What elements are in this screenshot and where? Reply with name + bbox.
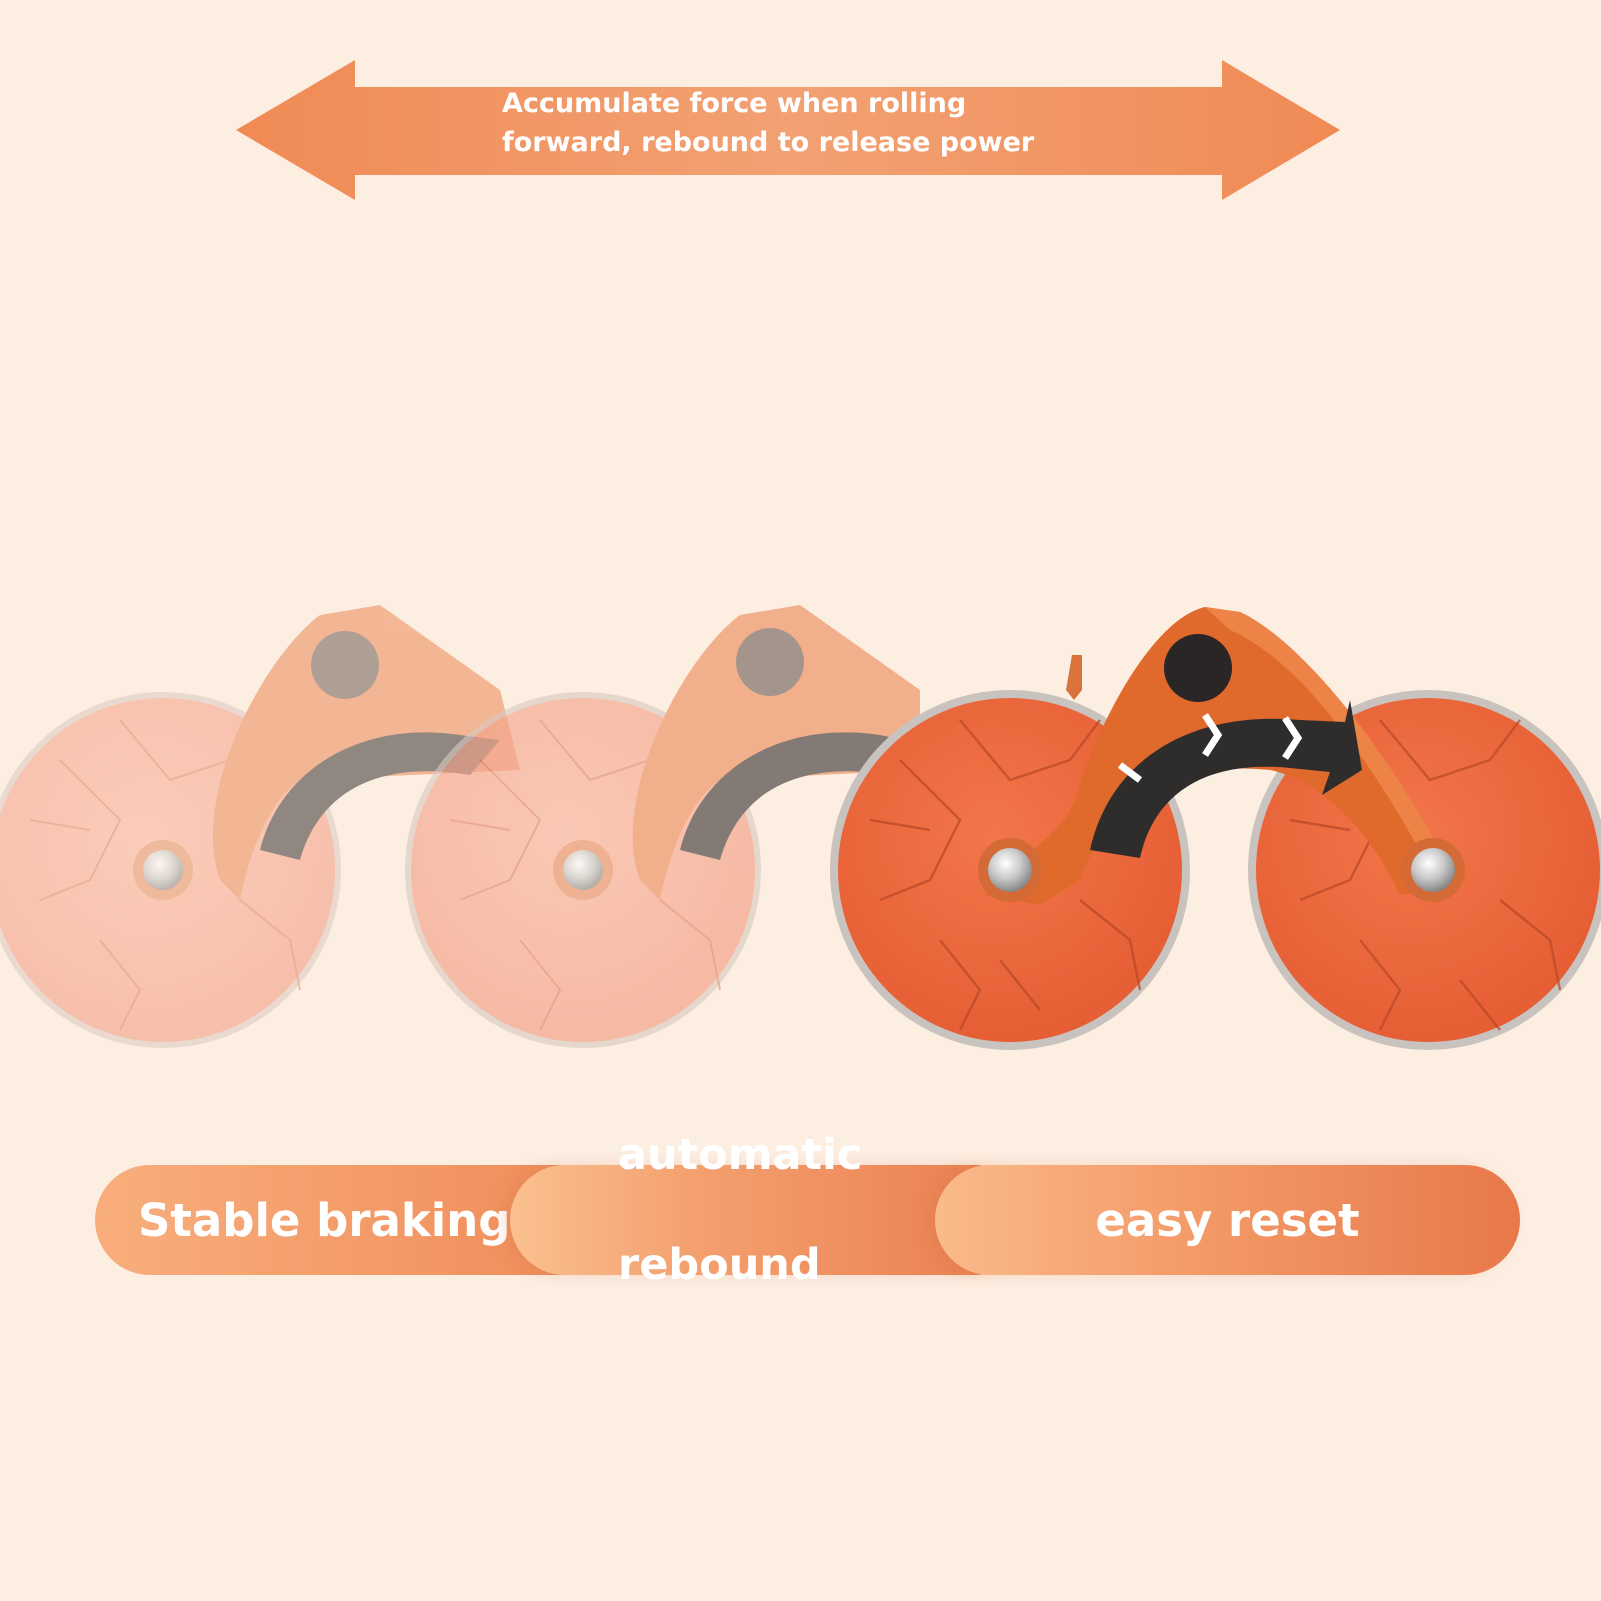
feature-pill-automatic-rebound: automatic rebound bbox=[510, 1130, 1030, 1290]
feature-label-line-2: rebound bbox=[618, 1240, 821, 1290]
feature-label-line-1: automatic bbox=[618, 1130, 863, 1180]
feature-label: Stable braking bbox=[138, 1193, 511, 1247]
feature-pill-easy-reset: easy reset bbox=[935, 1165, 1520, 1275]
ab-roller-front bbox=[830, 607, 1601, 1050]
ghost-roller-1 bbox=[0, 605, 520, 1048]
feature-label: easy reset bbox=[1095, 1193, 1360, 1247]
arrow-caption-line-1: Accumulate force when rolling bbox=[502, 88, 967, 119]
arrow-caption-line-2: forward, rebound to release power bbox=[502, 127, 1035, 158]
ghost-roller-2 bbox=[405, 605, 920, 1048]
arrow-caption: Accumulate force when rolling forward, r… bbox=[502, 84, 1122, 162]
double-arrow-icon bbox=[236, 60, 1340, 200]
